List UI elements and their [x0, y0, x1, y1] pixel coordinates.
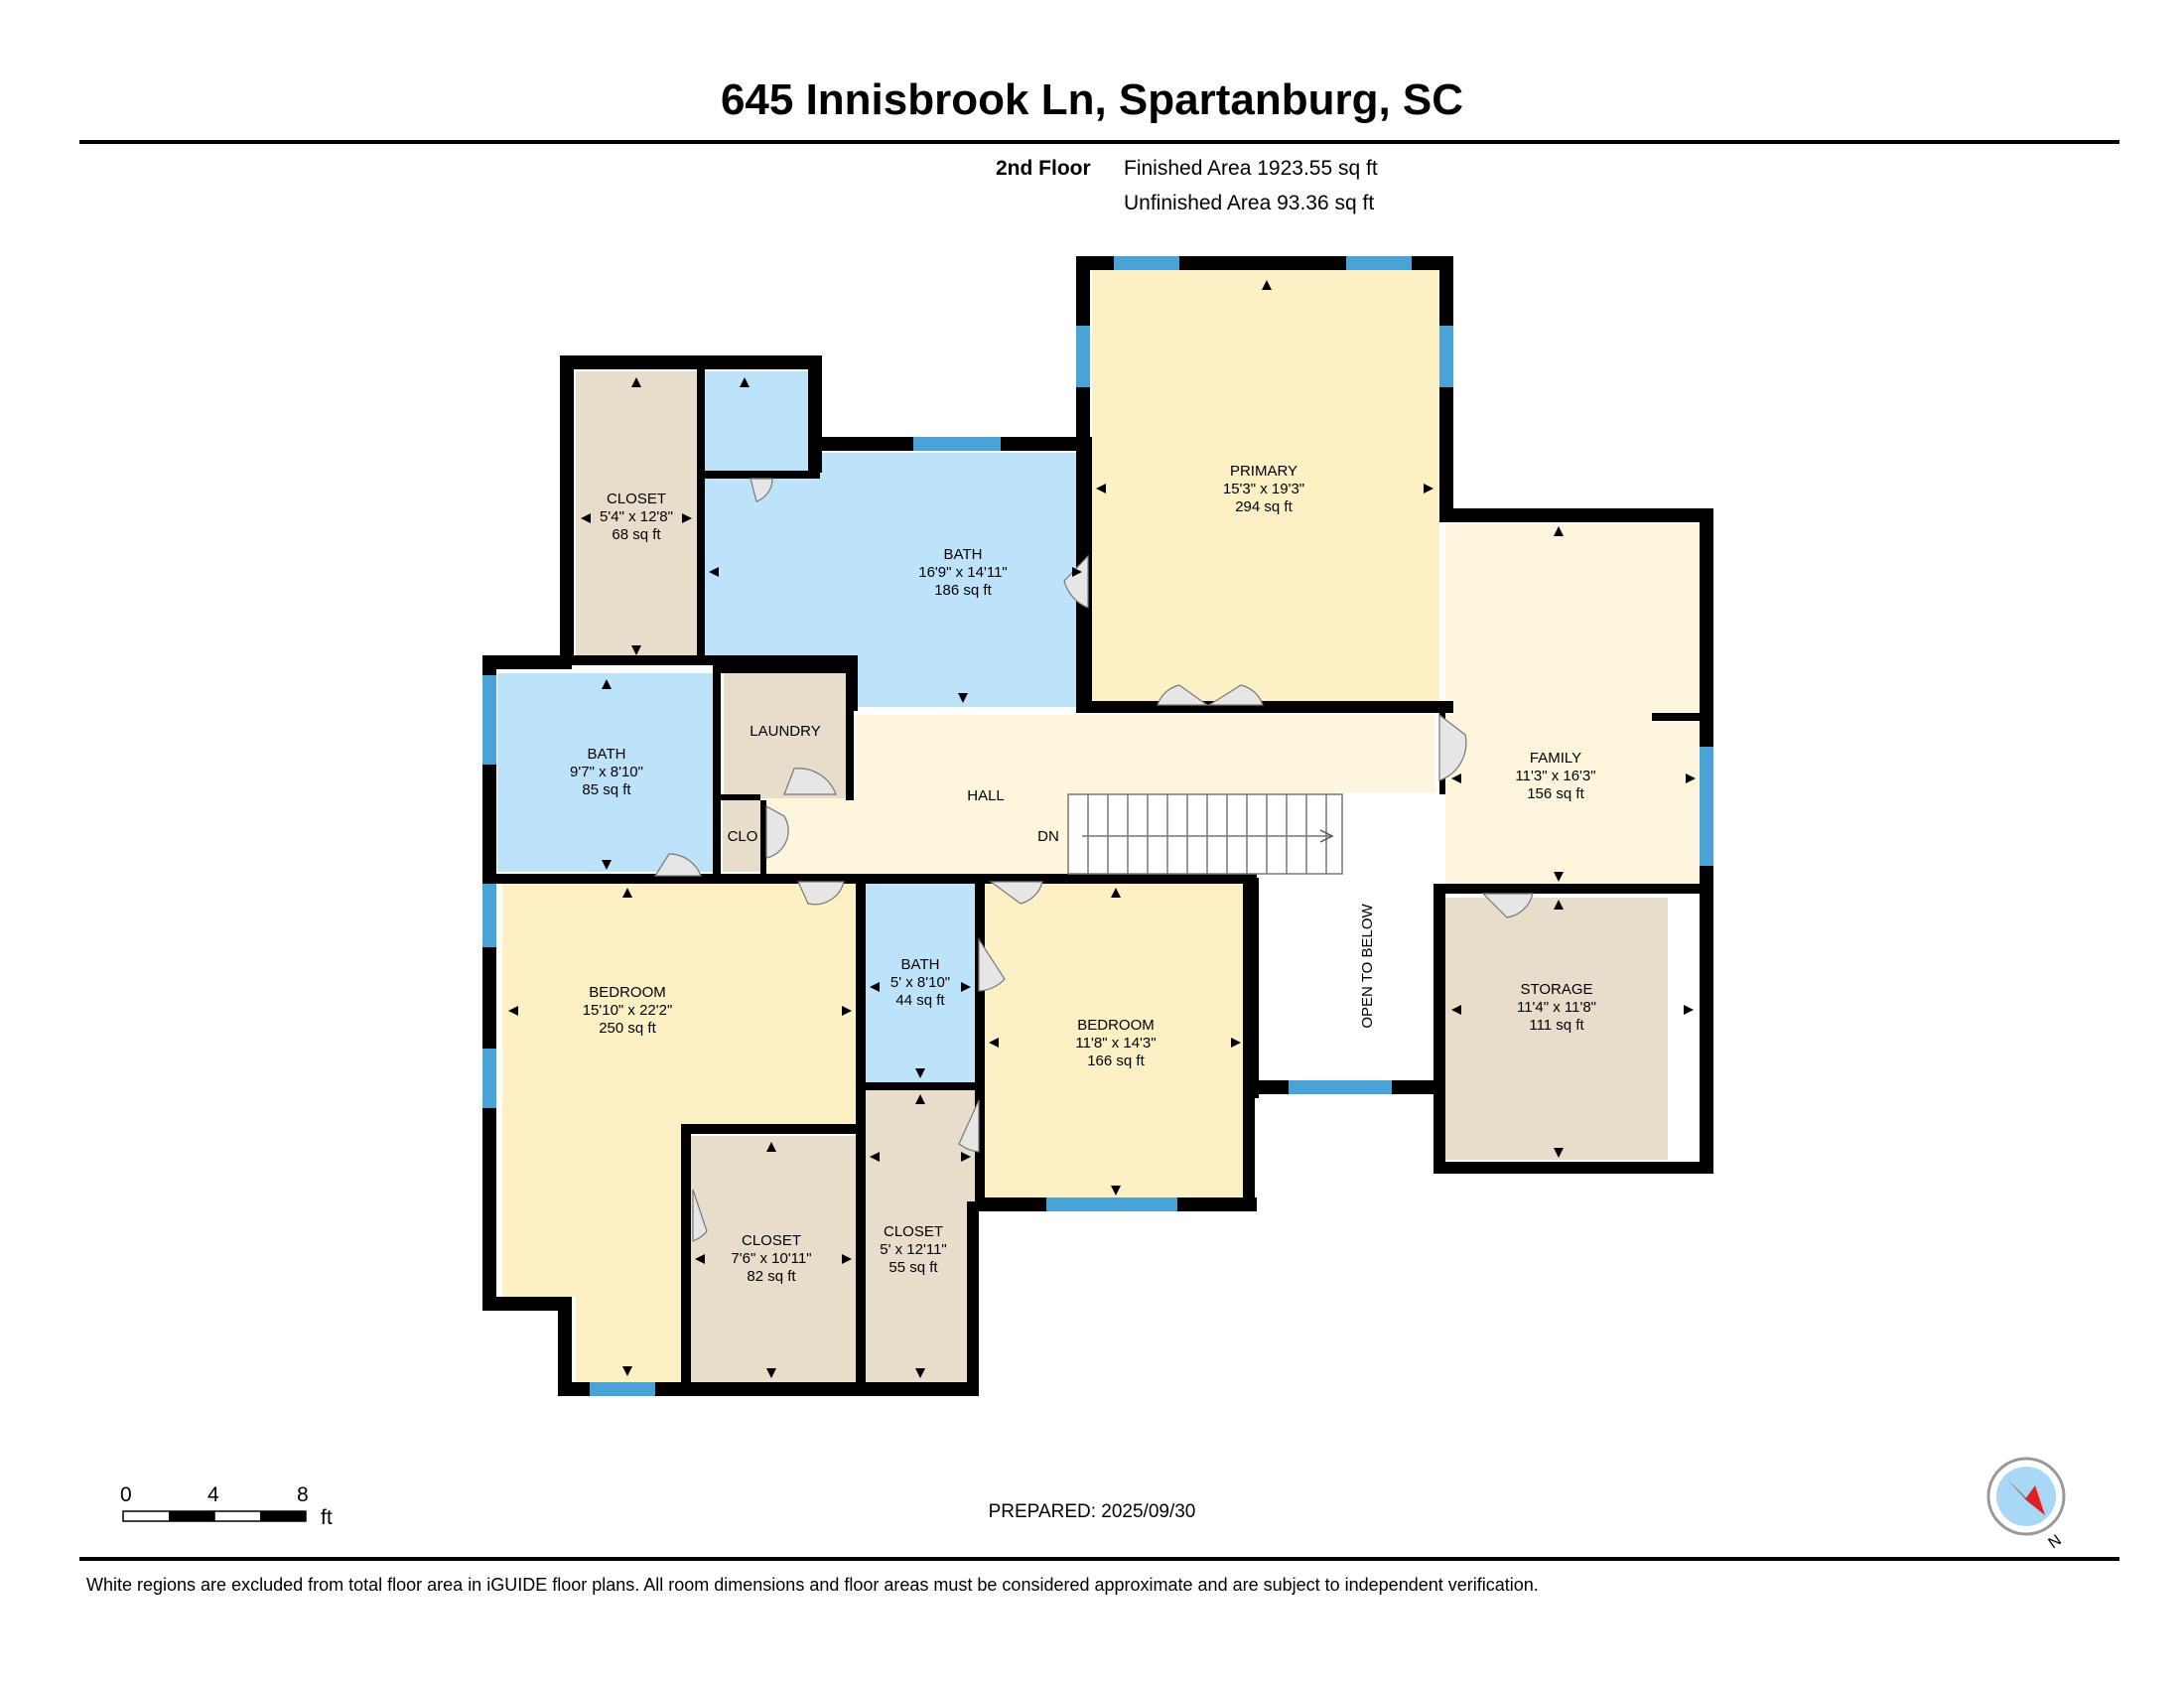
bedroom-sw-name: BEDROOM — [589, 984, 666, 1001]
closet-s2-name: CLOSET — [884, 1223, 943, 1240]
bedroom-sw-room — [502, 882, 856, 1382]
page-title: 645 Innisbrook Ln, Spartanburg, SC — [720, 75, 1464, 124]
bedroom-s-room — [985, 882, 1245, 1201]
hall-name: HALL — [967, 787, 1005, 804]
clo-name: CLO — [728, 828, 758, 845]
closet-nw-name: CLOSET — [607, 491, 666, 507]
family-room-right — [1658, 725, 1700, 886]
family-name: FAMILY — [1530, 750, 1581, 767]
bath-w-room — [497, 673, 718, 872]
bath-main-dims: 16'9" x 14'11" — [918, 564, 1008, 581]
clo-room — [723, 800, 764, 872]
bedroom-s-name: BEDROOM — [1077, 1017, 1155, 1034]
disclaimer: White regions are excluded from total fl… — [86, 1575, 1539, 1595]
family-dims: 11'3" x 16'3" — [1515, 768, 1595, 784]
bath-w-name: BATH — [588, 746, 626, 763]
footer-divider — [79, 1557, 2119, 1561]
storage-room — [1445, 898, 1668, 1160]
closet-s1-dims: 7'6" x 10'11" — [731, 1250, 811, 1267]
closet-nw-dims: 5'4" x 12'8" — [600, 508, 673, 525]
laundry-room — [724, 673, 850, 798]
primary-dims: 15'3" x 19'3" — [1223, 481, 1304, 497]
doors — [653, 478, 1534, 1242]
bath-main-name: BATH — [944, 546, 983, 563]
closet-s2-area: 55 sq ft — [888, 1259, 938, 1276]
scale-label-4: 4 — [207, 1483, 219, 1506]
finished-area: Finished Area 1923.55 sq ft — [1124, 157, 1378, 180]
closet-s1-name: CLOSET — [742, 1232, 801, 1249]
primary-area: 294 sq ft — [1235, 498, 1293, 515]
scale-label-0: 0 — [120, 1483, 132, 1506]
header-divider — [79, 140, 2119, 144]
compass-north-label: N — [2046, 1532, 2065, 1553]
dimension-arrows — [508, 280, 1696, 1378]
storage-name: STORAGE — [1520, 981, 1592, 998]
closet-s2-room — [866, 1090, 977, 1382]
windows — [482, 256, 1713, 1396]
prepared-date: PREPARED: 2025/09/30 — [988, 1501, 1196, 1522]
bath-small-area: 44 sq ft — [895, 992, 945, 1009]
bath-main-area: 186 sq ft — [934, 582, 992, 599]
scale-bar — [122, 1510, 307, 1522]
floor-label: 2nd Floor — [996, 157, 1091, 180]
laundry-name: LAUNDRY — [750, 723, 820, 740]
storage-area: 111 sq ft — [1529, 1017, 1584, 1034]
bath-small-dims: 5' x 8'10" — [890, 974, 950, 991]
stairs-label: DN — [1037, 828, 1059, 845]
primary-name: PRIMARY — [1230, 463, 1297, 480]
bedroom-sw-area: 250 sq ft — [599, 1020, 656, 1037]
bath-w-dims: 9'7" x 8'10" — [570, 764, 643, 780]
family-area: 156 sq ft — [1527, 785, 1584, 802]
primary-room — [1092, 270, 1439, 707]
closet-nw-room — [576, 371, 700, 659]
bedroom-sw-dims: 15'10" x 22'2" — [583, 1002, 673, 1019]
stairs — [1067, 793, 1343, 875]
bath-main-room — [705, 371, 1086, 707]
open-below-label: OPEN TO BELOW — [1359, 904, 1376, 1029]
closet-s1-room — [691, 1136, 856, 1382]
compass-icon: N — [1986, 1457, 2066, 1553]
closet-s2-dims: 5' x 12'11" — [880, 1241, 947, 1258]
room-fills — [497, 270, 1700, 1382]
unfinished-area: Unfinished Area 93.36 sq ft — [1124, 192, 1375, 214]
bath-w-area: 85 sq ft — [582, 781, 631, 798]
scale-label-8: 8 — [297, 1483, 309, 1506]
bedroom-s-dims: 11'8" x 14'3" — [1075, 1035, 1156, 1052]
closet-s1-area: 82 sq ft — [747, 1268, 796, 1285]
closet-nw-area: 68 sq ft — [612, 526, 661, 543]
storage-dims: 11'4" x 11'8" — [1517, 999, 1596, 1016]
bath-small-room — [866, 882, 975, 1082]
bath-small-name: BATH — [901, 956, 940, 973]
bedroom-s-area: 166 sq ft — [1087, 1053, 1145, 1069]
room-labels: PRIMARY 15'3" x 19'3" 294 sq ft CLOSET 5… — [570, 463, 1596, 1285]
family-room — [1445, 524, 1700, 886]
scale-unit: ft — [321, 1506, 333, 1529]
